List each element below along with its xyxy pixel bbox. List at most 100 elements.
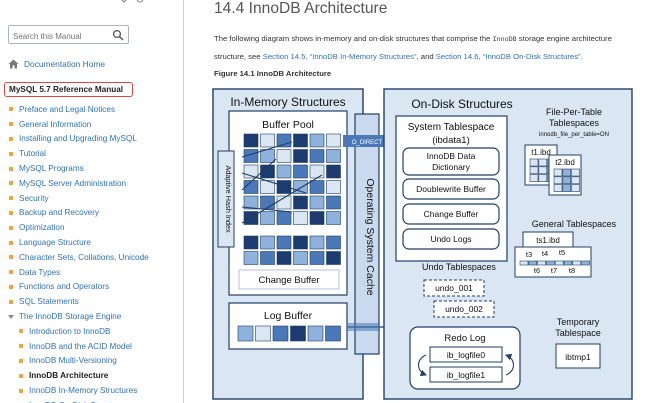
bullet-icon xyxy=(8,180,14,186)
sidebar-item-label: Optimization xyxy=(19,223,65,233)
sidebar-item-label: The InnoDB Storage Engine xyxy=(19,312,122,322)
top-toolbar-icons xyxy=(118,0,178,6)
ib-logfile1-label: ib_logfile1 xyxy=(447,370,486,380)
sidebar-item-functions-and-operators[interactable]: Functions and Operators xyxy=(0,280,184,295)
buffer-page xyxy=(309,180,325,194)
change-buffer-page xyxy=(260,235,275,250)
sidebar-item-innodb-in-memory-structures[interactable]: InnoDB In-Memory Structures xyxy=(0,383,184,398)
system-tablespace-label: System Tablespace xyxy=(408,122,495,133)
sidebar-item-the-innodb-storage-engine[interactable]: The InnoDB Storage Engine xyxy=(0,309,184,324)
link-section-14-6[interactable]: Section 14.6, “InnoDB On-Disk Structures… xyxy=(435,51,581,61)
file-per-table-line1: File-Per-Table xyxy=(546,107,602,117)
para-text-3: structure, see xyxy=(214,51,263,61)
buffer-page xyxy=(243,180,259,194)
sidebar-item-character-sets-collations-unicode[interactable]: Character Sets, Collations, Unicode xyxy=(0,250,184,265)
search-input[interactable] xyxy=(9,28,105,45)
sidebar-item-label: InnoDB In-Memory Structures xyxy=(29,386,138,396)
log-buffer-block xyxy=(237,325,254,342)
log-buffer-block xyxy=(272,325,289,342)
sidebar-item-innodb-multi-versioning[interactable]: InnoDB Multi-Versioning xyxy=(0,354,184,369)
sidebar-item-innodb-and-the-acid-model[interactable]: InnoDB and the ACID Model xyxy=(0,339,184,354)
bullet-icon xyxy=(8,269,14,275)
sidebar-item-introduction-to-innodb[interactable]: Introduction to InnoDB xyxy=(0,324,184,339)
t1-ibd-label: t1.ibd xyxy=(531,148,551,157)
bullet-icon xyxy=(8,299,14,305)
general-table-cell xyxy=(537,260,546,266)
main-content: 14.4 InnoDB Architecture The following d… xyxy=(184,0,650,403)
undo-tablespaces-label: Undo Tablespaces xyxy=(422,262,496,272)
buffer-page xyxy=(293,211,308,225)
search-box[interactable] xyxy=(8,25,129,45)
sidebar-item-preface-and-legal-notices[interactable]: Preface and Legal Notices xyxy=(0,102,184,117)
para-code-innodb: InnoDB xyxy=(492,36,517,44)
buffer-page xyxy=(293,149,308,163)
in-memory-title: In-Memory Structures xyxy=(230,95,345,109)
log-buffer-block xyxy=(255,325,271,342)
o-direct-arrow xyxy=(343,135,389,147)
gt-t4-label: t4 xyxy=(542,249,548,258)
t1-table-cell xyxy=(538,158,548,167)
ibdata-label: (ibdata1) xyxy=(432,135,470,146)
sidebar-item-general-information[interactable]: General Information xyxy=(0,117,184,132)
gt-t6-label: t6 xyxy=(534,266,540,275)
change-buffer-page xyxy=(293,251,308,265)
sidebar-item-data-types[interactable]: Data Types xyxy=(0,265,184,280)
log-buffer-label: Log Buffer xyxy=(264,310,313,322)
sidebar-item-innodb-architecture[interactable]: InnoDB Architecture xyxy=(0,368,184,383)
para-text-1: The following diagram shows in-memory an… xyxy=(214,34,493,43)
sidebar-item-tutorial[interactable]: Tutorial xyxy=(0,146,184,161)
change-buffer-page xyxy=(260,251,275,265)
buffer-page xyxy=(276,164,292,179)
change-buffer-pages xyxy=(243,235,341,265)
sidebar-item-label: Character Sets, Collations, Unicode xyxy=(19,252,149,262)
documentation-home-link[interactable]: Documentation Home xyxy=(8,59,105,69)
bullet-icon xyxy=(8,166,14,172)
para-text-2: storage engine architecture xyxy=(516,34,612,43)
buffer-page xyxy=(326,211,341,225)
link-section-14-5[interactable]: Section 14.5, “InnoDB In-Memory Structur… xyxy=(262,51,417,61)
chevron-down-icon xyxy=(8,314,14,320)
general-table-cell xyxy=(554,260,564,266)
page-title: 14.4 InnoDB Architecture xyxy=(214,0,388,17)
redo-cycle-arrow-right xyxy=(504,353,515,376)
buffer-page xyxy=(326,180,341,194)
sidebar-item-mysql-server-administration[interactable]: MySQL Server Administration xyxy=(0,176,184,191)
sidebar-item-label: Tutorial xyxy=(19,149,46,159)
general-table-cell xyxy=(528,260,538,266)
sidebar-item-backup-and-recovery[interactable]: Backup and Recovery xyxy=(0,206,184,221)
general-table-cell xyxy=(563,260,573,266)
o-direct-label: O_DIRECT xyxy=(352,140,383,146)
bullet-icon xyxy=(8,121,14,127)
sidebar-item-mysql-programs[interactable]: MySQL Programs xyxy=(0,161,184,176)
search-icon[interactable] xyxy=(112,29,124,41)
ib-logfile0-label: ib_logfile0 xyxy=(447,350,486,360)
para-text-4: , and xyxy=(416,51,436,61)
buffer-page xyxy=(260,164,275,179)
sidebar-item-security[interactable]: Security xyxy=(0,191,184,206)
undo-logs-label: Undo Logs xyxy=(430,234,471,244)
sidebar-item-label: Preface and Legal Notices xyxy=(19,104,116,114)
buffer-page xyxy=(276,149,292,163)
sidebar-item-installing-and-upgrading-mysql[interactable]: Installing and Upgrading MySQL xyxy=(0,132,184,147)
sidebar-item-label: General Information xyxy=(19,119,92,129)
t2-table-cell xyxy=(571,184,580,192)
general-tablespaces-label: General Tablespaces xyxy=(532,219,617,229)
buffer-page xyxy=(309,164,325,179)
manual-title[interactable]: MySQL 5.7 Reference Manual xyxy=(4,82,133,97)
bullet-icon xyxy=(18,388,24,394)
buffer-page xyxy=(309,149,325,163)
sidebar-item-label: InnoDB and the ACID Model xyxy=(29,341,132,351)
sidebar-item-optimization[interactable]: Optimization xyxy=(0,220,184,235)
sidebar-item-sql-statements[interactable]: SQL Statements xyxy=(0,294,184,309)
buffer-page xyxy=(309,133,325,148)
t2-ibd-label: t2.ibd xyxy=(555,158,575,167)
change-buffer-page xyxy=(293,235,308,250)
sidebar-item-language-structure[interactable]: Language Structure xyxy=(0,235,184,250)
log-buffer-block xyxy=(290,325,306,342)
gt-t5-label: t5 xyxy=(559,248,565,257)
data-dictionary-line1: InnoDB Data xyxy=(427,151,476,161)
sidebar-item-innodb-on-disk-structures[interactable]: InnoDB On-Disk Structures xyxy=(0,398,184,403)
chevron-icon[interactable] xyxy=(118,0,178,6)
change-buffer-page xyxy=(309,251,325,265)
os-cache-label: Operating System Cache xyxy=(364,178,376,295)
